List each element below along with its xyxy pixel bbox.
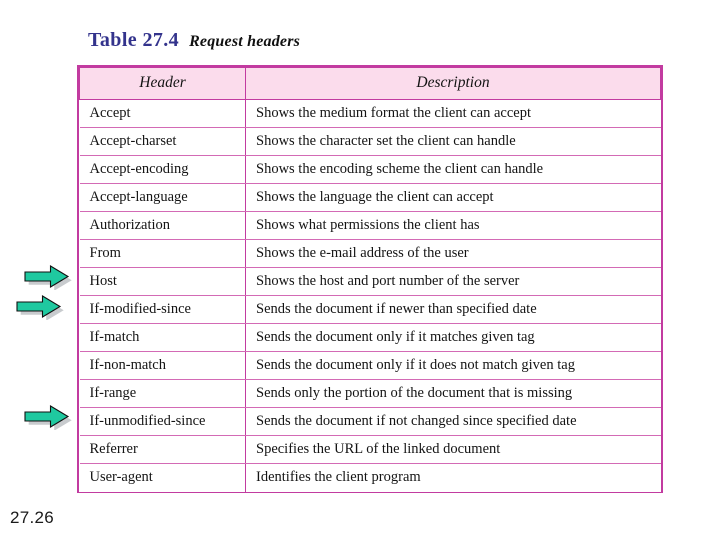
header-name-cell: If-unmodified-since [79,407,246,436]
header-description-cell: Shows the language the client can accept [245,183,661,212]
header-name-cell: Accept-language [79,183,246,212]
header-name-cell: If-match [79,323,246,352]
header-name-cell: Accept [79,99,246,128]
header-description-cell: Shows the e-mail address of the user [245,239,661,268]
header-name-cell: From [79,239,246,268]
header-name-cell: Referrer [79,435,246,464]
header-name-cell: If-non-match [79,351,246,380]
header-description-cell: Shows what permissions the client has [245,211,661,240]
header-description-cell: Sends the document if not changed since … [245,407,661,436]
header-description-cell: Identifies the client program [245,463,661,492]
table-head: Header Description [79,67,661,100]
header-name-cell: Accept-encoding [79,155,246,184]
page-number: 27.26 [10,508,55,527]
header-description-cell: Sends the document only if it matches gi… [245,323,661,352]
header-name-cell: Accept-charset [79,127,246,156]
header-description-cell: Specifies the URL of the linked document [245,435,661,464]
header-description-cell: Sends only the portion of the document t… [245,379,661,408]
table-header-row: Header Description [79,67,661,100]
header-description-cell: Shows the host and port number of the se… [245,267,661,296]
green-arrow-icon-if-modified-since [14,294,66,320]
header-description-cell: Shows the medium format the client can a… [245,99,661,128]
column-header-header: Header [79,67,246,100]
column-header-description: Description [245,67,661,100]
header-description-cell: Sends the document if newer than specifi… [245,295,661,324]
header-description-cell: Sends the document only if it does not m… [245,351,661,380]
table-number-label: Table 27.4 [88,29,180,51]
header-name-cell: User-agent [79,463,246,492]
header-name-cell: Host [79,267,246,296]
header-name-cell: If-modified-since [79,295,246,324]
header-description-cell: Shows the encoding scheme the client can… [245,155,661,184]
header-name-cell: Authorization [79,211,246,240]
header-name-cell: If-range [79,379,246,408]
green-arrow-icon-host [22,264,74,290]
table-caption-label: Request headers [189,33,301,50]
green-arrow-icon-if-unmodified-since [22,404,74,430]
header-description-cell: Shows the character set the client can h… [245,127,661,156]
page-title: Table 27.4 Request headers [88,30,300,50]
